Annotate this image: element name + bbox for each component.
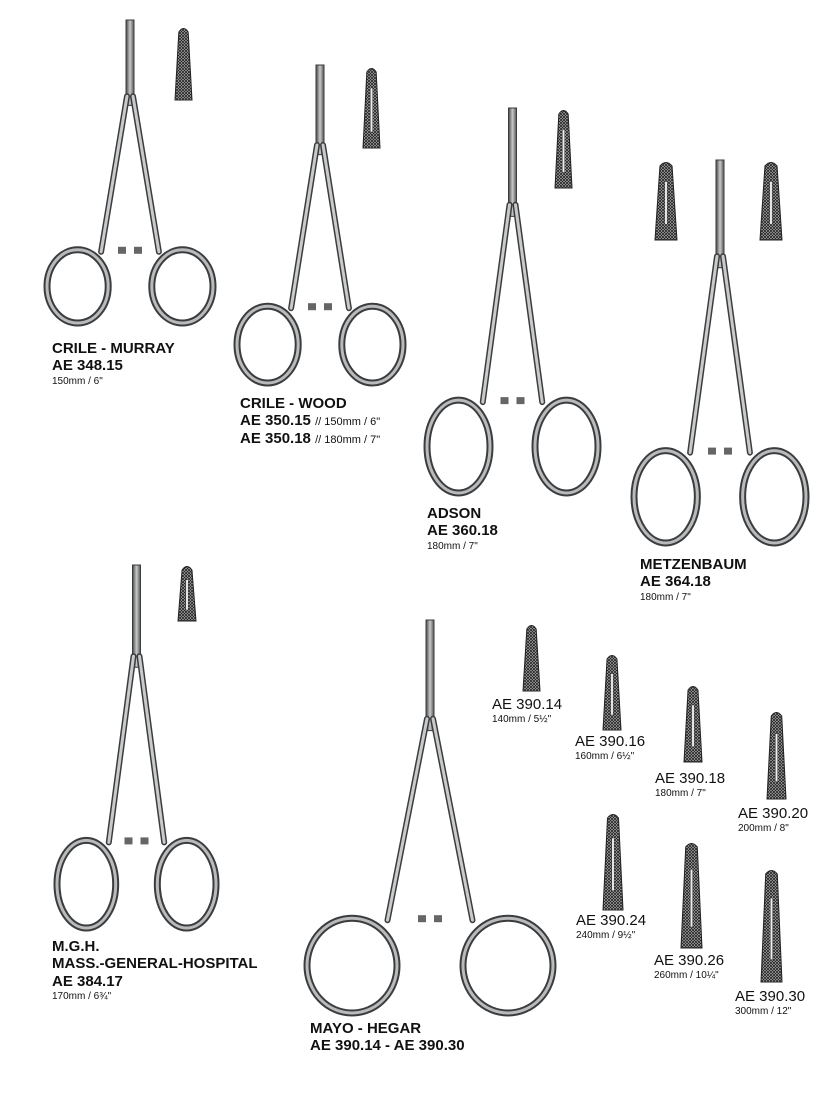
product-code: AE 384.17: [52, 972, 123, 990]
product-size: 150mm / 6": [52, 375, 103, 387]
jaw-tip-metzenbaum-left: [654, 162, 678, 241]
variant-size: 200mm / 8": [738, 823, 789, 835]
variant-390-24: AE 390.24 240mm / 9½": [576, 912, 646, 942]
product-code: AE 360.18: [427, 522, 498, 540]
product-metzenbaum: METZENBAUM AE 364.18 180mm / 7": [640, 556, 747, 603]
product-name: CRILE - WOOD: [240, 395, 347, 412]
product-subtitle: MASS.-GENERAL-HOSPITAL: [52, 955, 258, 973]
ratchet: [500, 397, 509, 405]
needle-holder-metzenbaum: [630, 159, 810, 547]
variant-code: AE 390.16: [575, 733, 646, 750]
product-size: 180mm / 7": [640, 591, 691, 603]
variant-390-14: AE 390.14 140mm / 5½": [492, 696, 562, 726]
product-crile-wood: CRILE - WOOD AE 350.15 // 150mm / 6" AE …: [240, 395, 380, 447]
jaw-tip-390-14: [522, 625, 541, 692]
jaw-tip-mgh: [177, 566, 197, 622]
needle-holder-crile-wood: [233, 64, 407, 387]
product-code: AE 348.15: [52, 357, 123, 375]
ratchet: [708, 447, 716, 455]
jaw-tip-adson: [554, 110, 573, 189]
product-name: M.G.H.: [52, 938, 100, 955]
product-code: AE 350.15: [240, 412, 311, 430]
variant-code: AE 390.26: [654, 952, 725, 969]
variant-size: 140mm / 5½": [492, 714, 552, 726]
variant-code: AE 390.20: [738, 805, 809, 822]
needle-holder-mayo-hegar: [303, 619, 557, 1017]
jaw-tip-390-24: [602, 814, 624, 911]
jaw-tip-390-30: [760, 870, 783, 983]
product-code: AE 350.18: [240, 429, 311, 447]
variant-390-26: AE 390.26 260mm / 10¼": [654, 952, 724, 982]
product-crile-murray: CRILE - MURRAY AE 348.15 150mm / 6": [52, 340, 175, 387]
variant-code: AE 390.24: [576, 912, 647, 929]
product-mayo-hegar: MAYO - HEGAR AE 390.14 - AE 390.30: [310, 1020, 465, 1055]
product-size: 180mm / 7": [427, 540, 478, 552]
variant-390-30: AE 390.30 300mm / 12": [735, 988, 805, 1018]
product-name: METZENBAUM: [640, 556, 747, 573]
ratchet: [124, 837, 133, 845]
product-adson: ADSON AE 360.18 180mm / 7": [427, 505, 498, 552]
product-name: ADSON: [427, 505, 482, 522]
product-size: // 150mm / 6": [315, 416, 381, 429]
jaw-tip-crile-murray: [174, 28, 193, 101]
ratchet: [118, 246, 126, 254]
variant-size: 260mm / 10¼": [654, 970, 719, 982]
jaw-tip-390-18: [683, 686, 703, 763]
variant-size: 300mm / 12": [735, 1006, 792, 1018]
product-name: MAYO - HEGAR: [310, 1020, 422, 1037]
jaw-tip-390-20: [766, 712, 787, 800]
product-name: CRILE - MURRAY: [52, 340, 175, 357]
variant-code: AE 390.30: [735, 988, 806, 1005]
variant-code: AE 390.18: [655, 770, 726, 787]
variant-390-16: AE 390.16 160mm / 6½": [575, 733, 645, 763]
product-mgh: M.G.H. MASS.-GENERAL-HOSPITAL AE 384.17 …: [52, 938, 258, 1002]
jaw-tip-390-16: [602, 655, 622, 731]
variant-390-18: AE 390.18 180mm / 7": [655, 770, 725, 800]
product-size: 170mm / 6¾": [52, 990, 112, 1002]
needle-holder-crile-murray: [43, 19, 217, 327]
product-code: AE 390.14 - AE 390.30: [310, 1037, 465, 1055]
product-code: AE 364.18: [640, 573, 711, 591]
variant-code: AE 390.14: [492, 696, 563, 713]
jaw-tip-crile-wood: [362, 68, 381, 149]
product-size: // 180mm / 7": [315, 433, 381, 446]
ratchet: [418, 915, 426, 923]
needle-holder-adson: [423, 107, 602, 497]
ratchet: [308, 303, 316, 311]
needle-holder-mgh: [53, 564, 220, 932]
variant-size: 240mm / 9½": [576, 930, 636, 942]
jaw-tip-metzenbaum-right: [759, 162, 783, 241]
jaw-tip-390-26: [680, 843, 703, 949]
variant-size: 160mm / 6½": [575, 751, 635, 763]
variant-size: 180mm / 7": [655, 788, 706, 800]
variant-390-20: AE 390.20 200mm / 8": [738, 805, 808, 835]
